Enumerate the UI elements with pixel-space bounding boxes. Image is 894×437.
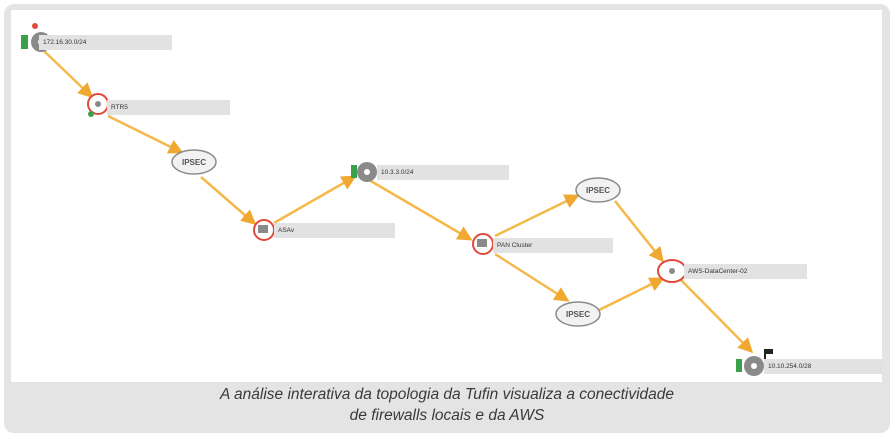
subnet-mid-node[interactable]	[351, 162, 377, 182]
link-cluster-ipsec2	[494, 194, 580, 238]
pan-cluster-node[interactable]	[472, 233, 494, 255]
link-subnet-cluster	[368, 178, 473, 241]
router-label: RTR5	[107, 100, 230, 115]
cloud-icon	[171, 149, 217, 175]
link-router-ipsec1	[107, 114, 184, 154]
network-segment-icon	[351, 165, 357, 178]
aws-datacenter-node[interactable]	[657, 259, 687, 283]
subnet-dst-label: 10.10.254.0/28	[764, 359, 882, 374]
firewall-asav-label: ASAv	[274, 223, 395, 238]
link-cluster-ipsec3	[494, 252, 570, 302]
ipsec-cloud-1[interactable]: IPSEC	[171, 149, 217, 175]
pan-cluster-label: PAN Cluster	[493, 238, 613, 253]
link-aws-subnet	[680, 279, 754, 354]
ipsec-cloud-3-label: IPSEC	[566, 310, 590, 319]
link-ipsec2-aws	[614, 200, 664, 263]
subnet-src-label: 172.16.30.0/24	[39, 35, 172, 50]
figure-caption: A análise interativa da topologia da Tuf…	[4, 384, 890, 426]
network-segment-icon	[736, 359, 742, 372]
cloud-icon	[555, 301, 601, 327]
path-links	[42, 49, 754, 354]
ipsec-cloud-1-label: IPSEC	[182, 158, 206, 167]
subnet-mid-label: 10.3.3.0/24	[377, 165, 509, 180]
link-firewall-subnet	[273, 175, 357, 225]
aws-datacenter-label: AWS-DataCenter-02	[684, 264, 807, 279]
router-node[interactable]	[87, 93, 109, 117]
ipsec-cloud-2-label: IPSEC	[586, 186, 610, 195]
destination-flag-icon	[764, 349, 766, 359]
firewall-asav-node[interactable]	[253, 219, 275, 241]
topology-diagram: IPSEC IPSEC IPSEC	[21, 23, 773, 376]
ipsec-cloud-3[interactable]: IPSEC	[555, 301, 601, 327]
caption-line-2: de firewalls locais e da AWS	[349, 407, 545, 424]
caption-line-1: A análise interativa da topologia da Tuf…	[219, 386, 675, 403]
cloud-icon	[575, 177, 621, 203]
source-pin-icon	[32, 23, 38, 29]
link-ipsec1-firewall	[200, 176, 257, 225]
link-ipsec3-aws	[596, 277, 665, 313]
network-segment-icon	[21, 35, 28, 49]
subnet-dst-node[interactable]	[736, 349, 773, 376]
ipsec-cloud-2[interactable]: IPSEC	[575, 177, 621, 203]
topology-canvas: IPSEC IPSEC IPSEC	[11, 10, 882, 382]
link-subnet-router	[42, 49, 94, 99]
